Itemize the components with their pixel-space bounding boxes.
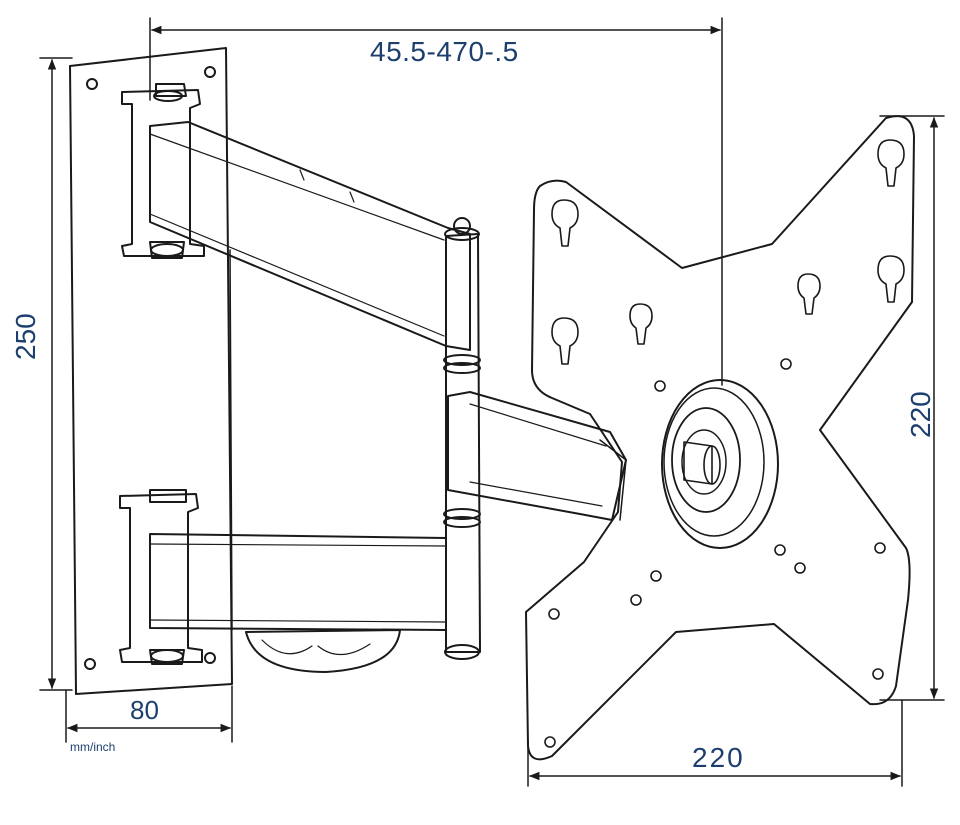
cable-cover — [245, 629, 401, 673]
dimension-top — [149, 17, 723, 386]
upper-arm — [149, 121, 471, 351]
plate-height-label: 250 — [10, 313, 41, 360]
upper-bracket — [121, 83, 205, 259]
vesa-horizontal-label: 220 — [692, 742, 745, 773]
tilt-arm — [447, 391, 627, 521]
vesa-vertical-label: 220 — [905, 391, 936, 438]
lower-bracket — [119, 489, 203, 665]
lower-arm — [149, 533, 447, 631]
vesa-plate — [525, 115, 915, 761]
pivot-column — [443, 217, 481, 660]
wall-plate — [69, 47, 233, 695]
dimension-left — [39, 57, 73, 691]
units-label: mm/inch — [70, 740, 116, 754]
mounting-holes — [544, 358, 886, 748]
arm-extension-label: 45.5-470-.5 — [370, 36, 519, 67]
keyhole-slots — [551, 139, 905, 365]
dimension-depth — [65, 685, 233, 743]
rotation-hub — [661, 379, 779, 549]
plate-depth-label: 80 — [130, 695, 159, 725]
